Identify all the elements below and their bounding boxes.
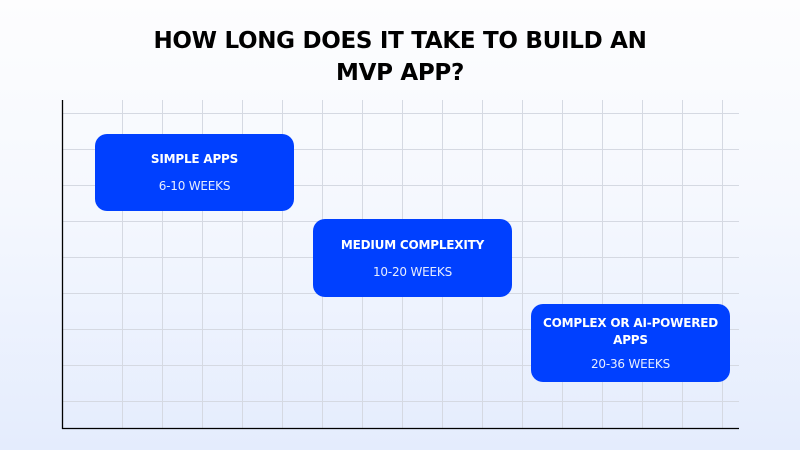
card-duration: 10-20 WEEKS — [373, 264, 452, 279]
card-complex-ai-apps: COMPLEX OR AI-POWERED APPS 20-36 WEEKS — [531, 304, 730, 382]
card-medium-complexity: MEDIUM COMPLEXITY 10-20 WEEKS — [313, 219, 512, 297]
title-line-1: HOW LONG DOES IT TAKE TO BUILD AN — [153, 28, 647, 54]
card-title: COMPLEX OR AI-POWERED APPS — [543, 315, 718, 347]
card-title: SIMPLE APPS — [150, 152, 239, 166]
card-duration: 6-10 WEEKS — [158, 179, 231, 193]
card-simple-apps: SIMPLE APPS 6-10 WEEKS — [95, 134, 294, 211]
card-duration: 20-36 WEEKS — [591, 356, 670, 371]
title-line-2: MVP APP? — [335, 60, 464, 86]
page-title: HOW LONG DOES IT TAKE TO BUILD AN MVP AP… — [120, 25, 680, 89]
card-title: MEDIUM COMPLEXITY — [340, 237, 485, 252]
